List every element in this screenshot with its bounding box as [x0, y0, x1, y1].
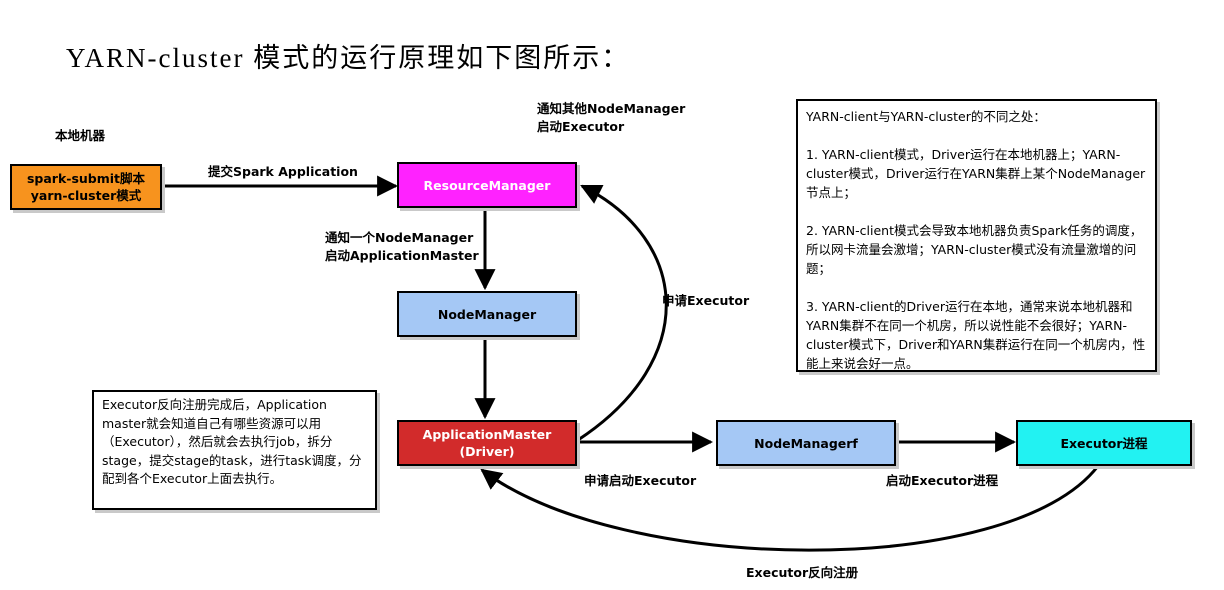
comparison-note-point3: 3. YARN-client的Driver运行在本地，通常来说本地机器和YARN… — [806, 299, 1146, 371]
label-notify-other-nm: 通知其他NodeManager 启动Executor — [537, 100, 685, 136]
label-submit-app: 提交Spark Application — [208, 164, 358, 179]
left-note-text: Executor反向注册完成后，Application master就会知道自己… — [102, 397, 362, 486]
node-managerf-box: NodeManagerf — [716, 420, 896, 466]
spark-submit-line2: yarn-cluster模式 — [30, 188, 142, 203]
label-notify-other-nm-line2: 启动Executor — [537, 119, 625, 134]
executor-process-box: Executor进程 — [1016, 420, 1192, 466]
label-notify-one-nm-line1: 通知一个NodeManager — [325, 230, 474, 245]
comparison-note-point1: 1. YARN-client模式，Driver运行在本地机器上；YARN-clu… — [806, 147, 1146, 200]
label-notify-other-nm-line1: 通知其他NodeManager — [537, 101, 686, 116]
label-request-start-executor: 申请启动Executor — [584, 473, 697, 488]
label-request-executor: 申请Executor — [662, 293, 750, 308]
application-master-box: ApplicationMaster (Driver) — [397, 420, 577, 466]
arrow-request-executor — [577, 184, 668, 442]
comparison-note: YARN-client与YARN-cluster的不同之处： 1. YARN-c… — [796, 99, 1157, 372]
page-title: YARN-cluster 模式的运行原理如下图所示： — [66, 43, 631, 73]
comparison-note-heading: YARN-client与YARN-cluster的不同之处： — [806, 109, 1046, 124]
spark-submit-line1: spark-submit脚本 — [26, 171, 146, 186]
label-executor-register: Executor反向注册 — [746, 565, 859, 580]
resource-manager-box: ResourceManager — [397, 162, 577, 208]
label-notify-one-nm-line2: 启动ApplicationMaster — [325, 248, 479, 263]
node-manager-box: NodeManager — [397, 291, 577, 337]
label-local-machine: 本地机器 — [55, 128, 106, 143]
spark-submit-box: spark-submit脚本 yarn-cluster模式 — [10, 164, 162, 210]
label-start-executor-process: 启动Executor进程 — [886, 473, 999, 488]
label-notify-one-nm: 通知一个NodeManager 启动ApplicationMaster — [325, 229, 479, 265]
application-master-line1: ApplicationMaster — [422, 427, 552, 442]
left-note: Executor反向注册完成后，Application master就会知道自己… — [92, 390, 377, 510]
arrow-executor-register — [480, 465, 1100, 552]
application-master-line2: (Driver) — [459, 444, 515, 459]
comparison-note-point2: 2. YARN-client模式会导致本地机器负责Spark任务的调度，所以网卡… — [806, 223, 1143, 276]
